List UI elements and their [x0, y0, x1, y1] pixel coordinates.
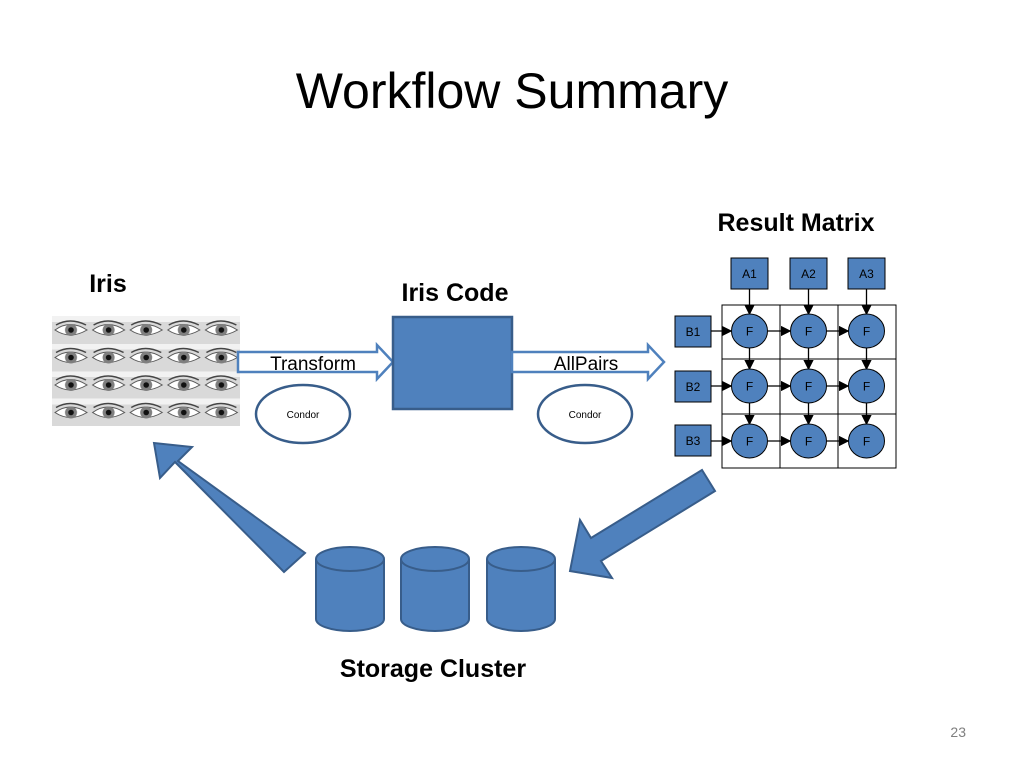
matrix-to-storage-arrow — [568, 468, 717, 580]
storage-cylinder — [486, 546, 556, 632]
storage-cylinder — [400, 546, 470, 632]
column-header-a1 — [730, 257, 769, 290]
allpairs-label: AllPairs — [554, 354, 618, 375]
allpairs-condor-label: Condor — [569, 410, 602, 421]
allpairs-condor-node — [536, 383, 634, 445]
storage-cluster-label: Storage Cluster — [340, 655, 526, 683]
function-node — [790, 313, 827, 349]
transform-condor-node — [254, 383, 352, 445]
row-header-b1 — [674, 315, 712, 348]
function-node — [848, 313, 885, 349]
function-node — [848, 368, 885, 404]
allpairs-arrow — [510, 341, 666, 383]
storage-cylinder — [315, 546, 385, 632]
column-header-a1-label: A1 — [742, 267, 757, 281]
function-node — [731, 423, 768, 459]
function-node-label: F — [863, 325, 870, 339]
column-header-a2 — [789, 257, 828, 290]
transform-condor-label: Condor — [287, 410, 320, 421]
iris-images — [52, 316, 240, 426]
result-matrix-label: Result Matrix — [718, 209, 875, 237]
slide-title: Workflow Summary — [295, 63, 729, 119]
function-node-label: F — [805, 380, 812, 394]
result-matrix: A1 A2 A3 B1 B2 B3 F F — [674, 257, 897, 469]
column-header-a2-label: A2 — [801, 267, 816, 281]
function-node — [790, 368, 827, 404]
function-node-label: F — [863, 380, 870, 394]
row-header-b3-label: B3 — [686, 434, 701, 448]
function-node-label: F — [863, 435, 870, 449]
iris-code-label: Iris Code — [402, 279, 509, 307]
row-header-b1-label: B1 — [686, 325, 701, 339]
function-node-label: F — [805, 325, 812, 339]
iris-code-box — [391, 315, 514, 411]
column-header-a3 — [847, 257, 886, 290]
function-node-label: F — [805, 435, 812, 449]
function-node-label: F — [746, 380, 753, 394]
function-node — [848, 423, 885, 459]
row-header-b3 — [674, 424, 712, 457]
function-node-label: F — [746, 325, 753, 339]
row-header-b2-label: B2 — [686, 380, 701, 394]
page-number: 23 — [950, 724, 966, 740]
transform-arrow — [236, 341, 395, 383]
column-header-a3-label: A3 — [859, 267, 874, 281]
function-node — [731, 313, 768, 349]
row-header-b2 — [674, 370, 712, 403]
function-node-label: F — [746, 435, 753, 449]
function-node — [731, 368, 768, 404]
function-node — [790, 423, 827, 459]
iris-label: Iris — [89, 270, 127, 298]
storage-to-iris-arrow — [152, 441, 307, 574]
transform-label: Transform — [270, 354, 356, 375]
